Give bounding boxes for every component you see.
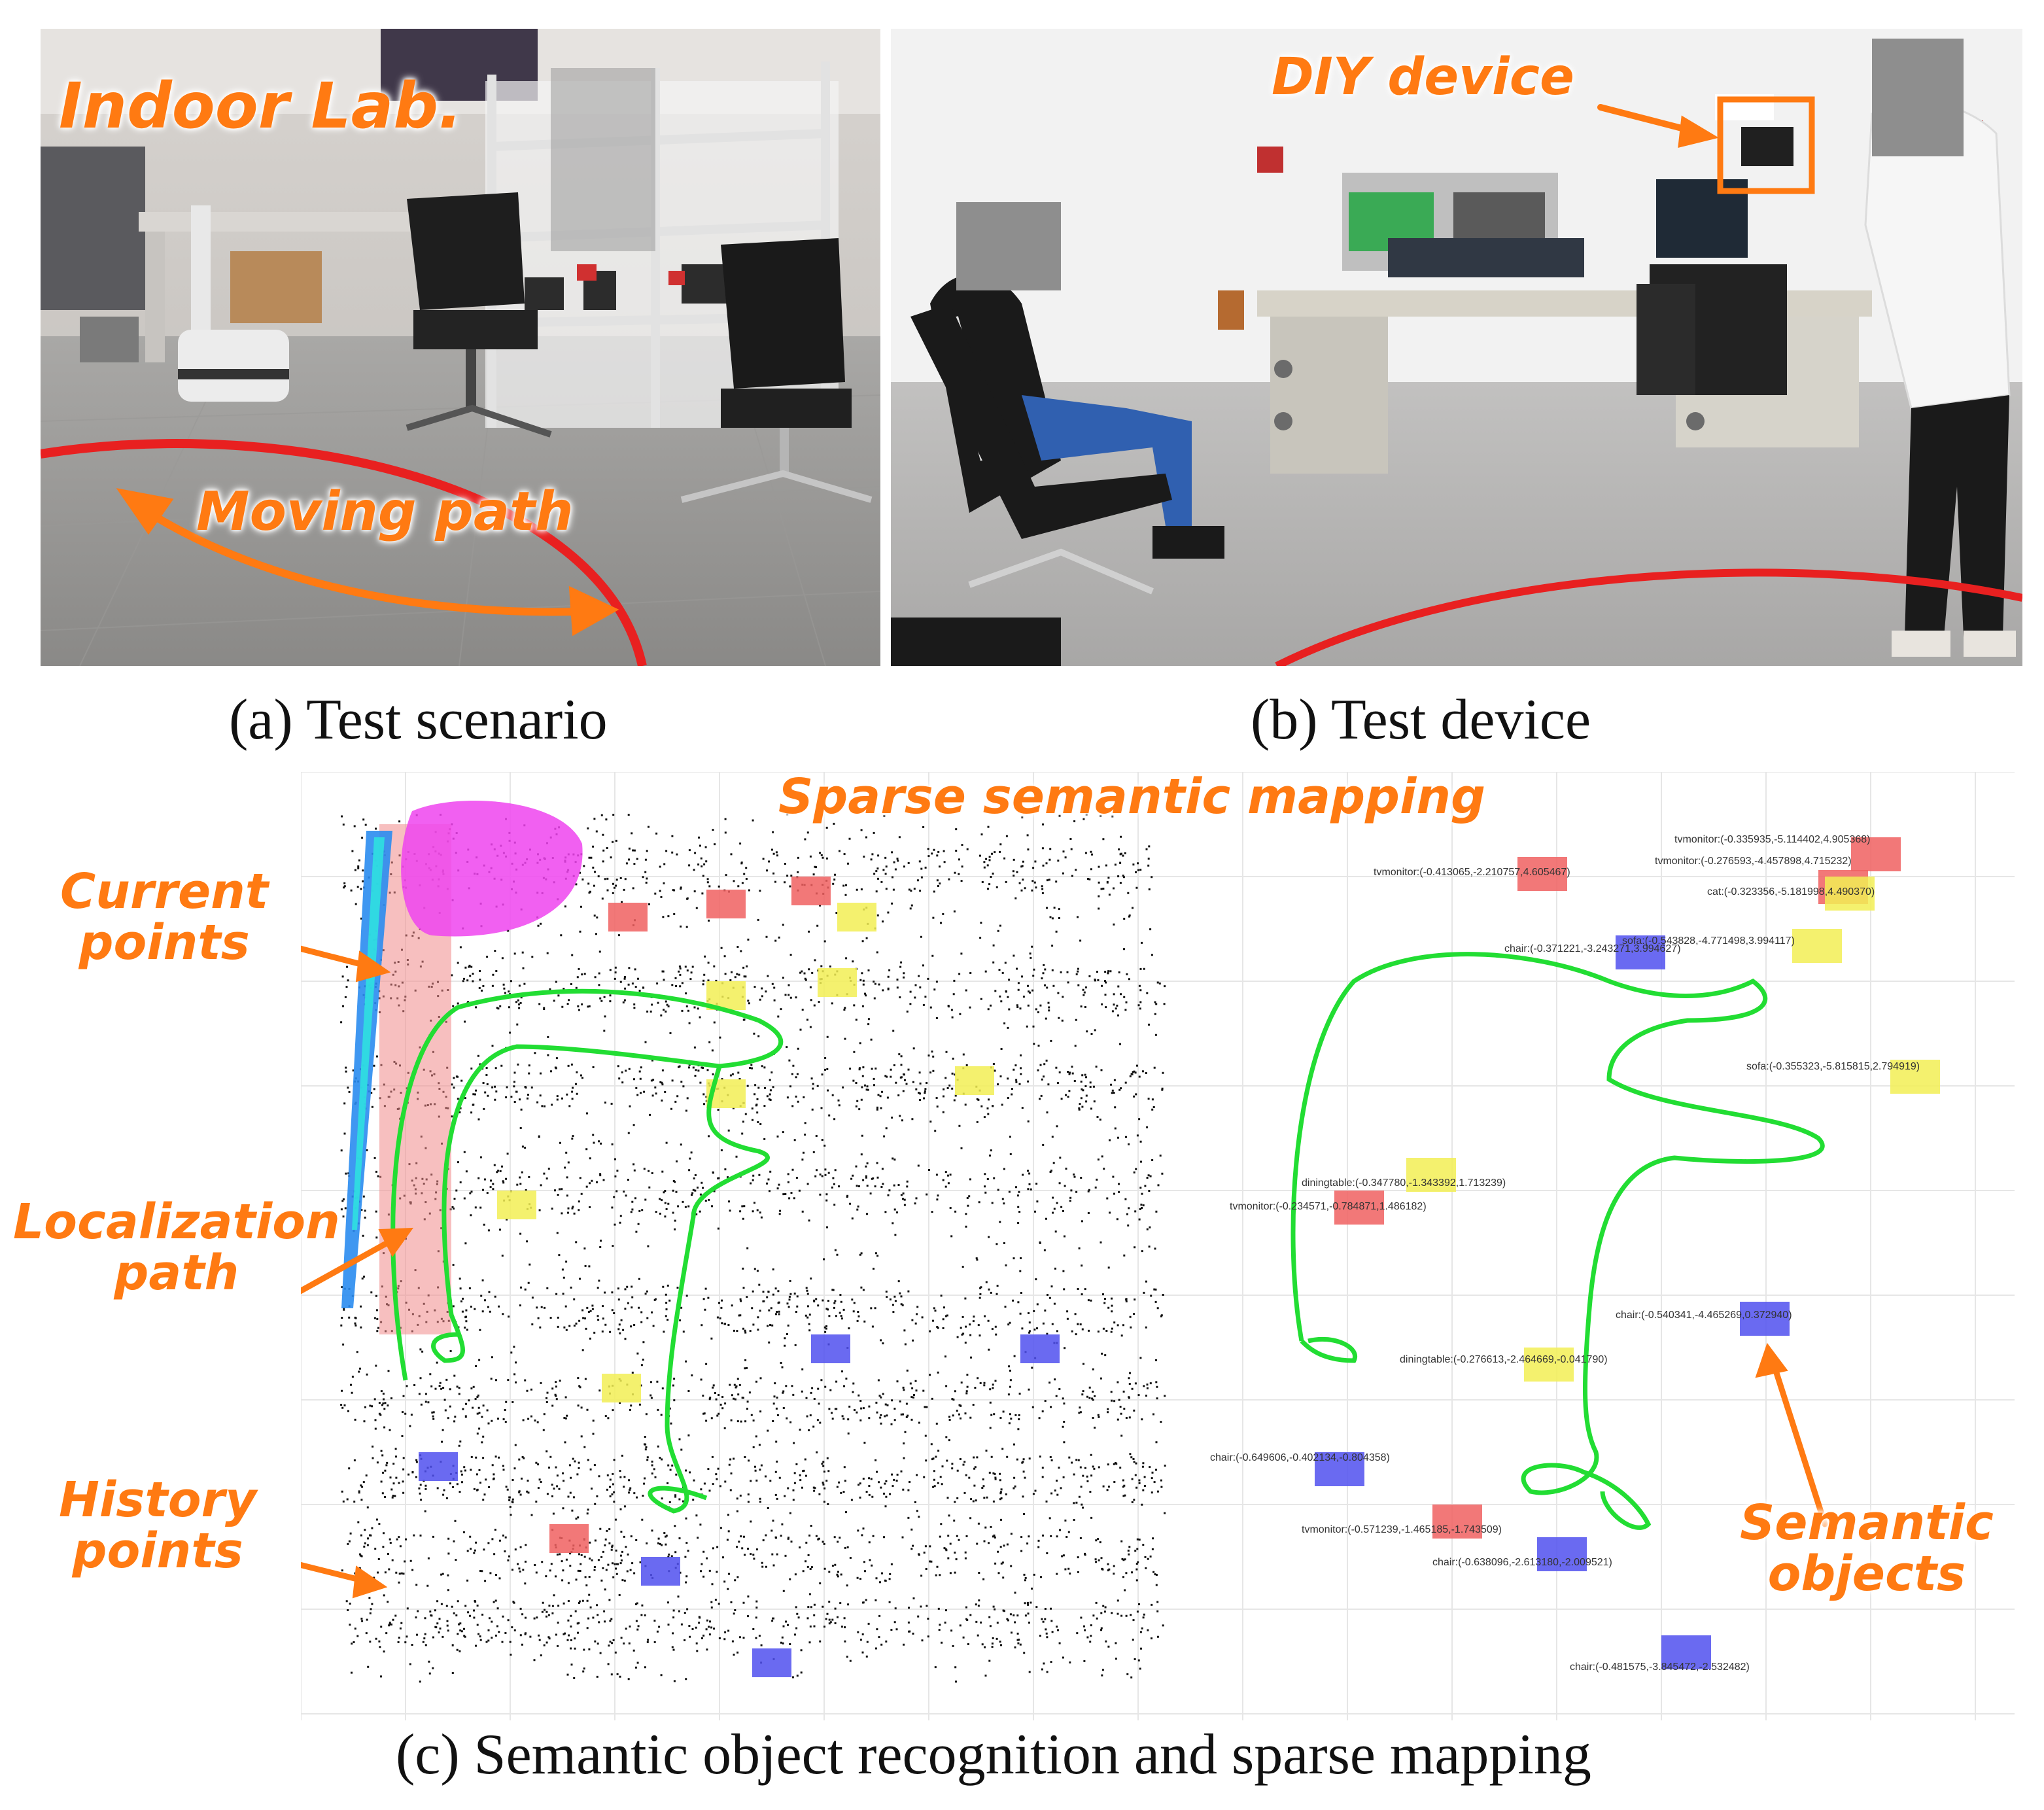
semantic-marker xyxy=(811,1334,850,1363)
sparse-mapping-figure xyxy=(301,772,2015,1720)
test-scenario-photo xyxy=(41,29,880,666)
semantic-object-label: tvmonitor:(-0.571239,-1.465185,-1.743509… xyxy=(1302,1524,1502,1535)
caption-a: (a) Test scenario xyxy=(229,688,608,752)
semantic-marker xyxy=(419,1452,458,1481)
semantic-marker xyxy=(1315,1452,1364,1486)
semantic-marker xyxy=(549,1524,589,1553)
semantic-marker xyxy=(1792,929,1842,963)
semantic-object-label: diningtable:(-0.347780,-1.343392,1.71323… xyxy=(1302,1177,1506,1189)
current-points-line2: points xyxy=(78,914,250,971)
semantic-object-label: tvmonitor:(-0.335935,-5.114402,4.905368) xyxy=(1674,834,1871,845)
semantic-object-label: tvmonitor:(-0.234571,-0.784871,1.486182) xyxy=(1230,1201,1427,1212)
semantic-object-label: chair:(-0.371221,-3.243271,3.994627) xyxy=(1504,943,1681,954)
semantic-object-label: chair:(-0.540341,-4.465269,0.372940) xyxy=(1616,1310,1792,1321)
history-points-line1: History xyxy=(59,1472,257,1528)
semantic-marker xyxy=(497,1191,536,1219)
semantic-marker xyxy=(641,1557,680,1586)
localization-path-right xyxy=(1290,952,1825,1530)
semantic-object-label: cat:(-0.323356,-5.181998,4.490370) xyxy=(1707,886,1875,897)
sparse-semantic-mapping-title: Sparse semantic mapping xyxy=(778,769,1486,825)
semantic-objects-line2: objects xyxy=(1767,1545,1966,1602)
history-points-line2: points xyxy=(72,1522,243,1579)
caption-b: (b) Test device xyxy=(1251,688,1591,752)
semantic-object-label: sofa:(-0.355323,-5.815815,2.794919) xyxy=(1746,1061,1920,1072)
history-point-cloud xyxy=(340,813,1166,1683)
current-points-line1: Current xyxy=(60,863,269,920)
semantic-marker xyxy=(1432,1505,1482,1539)
current-points-label: Current points xyxy=(60,863,269,971)
localization-path-left xyxy=(390,988,784,1514)
semantic-marker xyxy=(1740,1302,1790,1336)
semantic-object-label: chair:(-0.649606,-0.402134,-0.804358) xyxy=(1210,1452,1390,1463)
semantic-marker xyxy=(1406,1158,1456,1192)
semantic-object-label: tvmonitor:(-0.276593,-4.457898,4.715232) xyxy=(1655,856,1852,867)
semantic-objects-label: Semantic objects xyxy=(1740,1495,1994,1602)
semantic-marker xyxy=(752,1648,791,1677)
moving-path-label: Moving path xyxy=(196,481,574,543)
semantic-marker xyxy=(706,890,746,918)
semantic-object-label: tvmonitor:(-0.413065,-2.210757,4.605467) xyxy=(1374,867,1570,878)
semantic-marker xyxy=(837,903,876,931)
semantic-object-label: chair:(-0.638096,-2.613180,-2.009521) xyxy=(1432,1557,1612,1568)
semantic-objects-line1: Semantic xyxy=(1740,1495,1994,1551)
history-points-label: History points xyxy=(59,1472,257,1579)
semantic-marker xyxy=(1890,1060,1940,1094)
localization-path-label: Localization path xyxy=(13,1194,340,1301)
semantic-marker xyxy=(608,903,648,931)
semantic-marker xyxy=(955,1066,994,1095)
semantic-object-label: chair:(-0.481575,-3.845472,-2.532482) xyxy=(1570,1662,1750,1673)
semantic-marker xyxy=(1616,935,1665,969)
semantic-marker xyxy=(1334,1191,1384,1225)
caption-c: (c) Semantic object recognition and spar… xyxy=(396,1723,1591,1786)
semantic-marker xyxy=(1020,1334,1060,1363)
localization-path-line2: path xyxy=(114,1244,239,1301)
indoor-lab-label: Indoor Lab. xyxy=(59,69,462,143)
semantic-marker xyxy=(602,1374,641,1402)
semantic-marker xyxy=(1851,837,1901,871)
semantic-object-label: sofa:(-0.543828,-4.771498,3.994117) xyxy=(1622,935,1795,947)
semantic-marker xyxy=(1517,857,1567,891)
semantic-marker xyxy=(1825,877,1875,911)
semantic-marker xyxy=(1661,1635,1711,1669)
localization-path-line1: Localization xyxy=(13,1194,340,1250)
semantic-marker xyxy=(1537,1537,1587,1571)
test-device-photo xyxy=(891,29,2022,666)
semantic-marker xyxy=(1524,1348,1574,1382)
diy-device-label: DIY device xyxy=(1272,48,1574,107)
semantic-object-label: diningtable:(-0.276613,-2.464669,-0.0417… xyxy=(1400,1354,1608,1365)
semantic-marker xyxy=(818,968,857,997)
semantic-marker xyxy=(791,877,831,905)
